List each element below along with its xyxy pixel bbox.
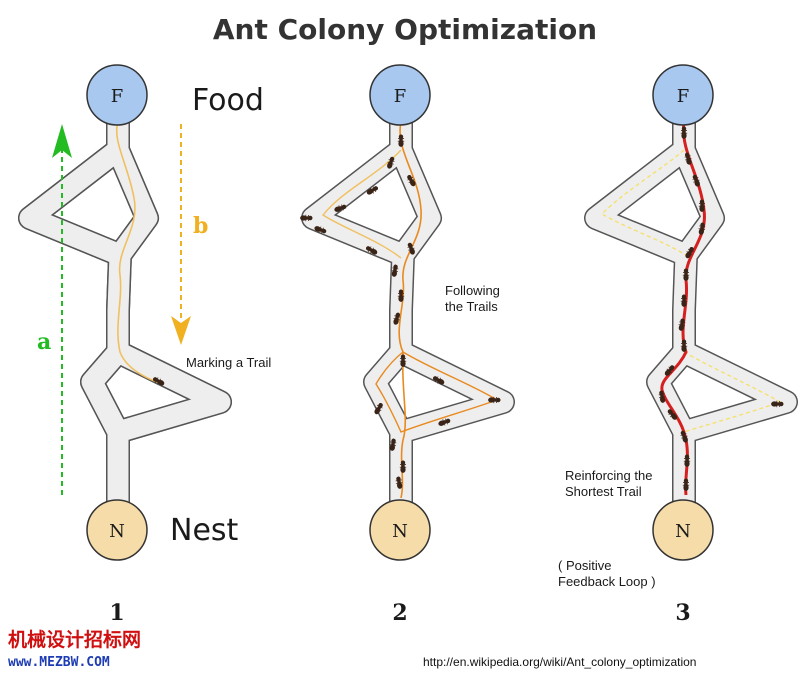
nest-node-3: N (652, 499, 714, 561)
food-node-label: F (394, 86, 407, 107)
pheromone-trail-2b (321, 149, 402, 259)
panel-3: F N Reinforcing the Shortest Trail ( Pos… (558, 64, 786, 626)
caption-marking-trail: Marking a Trail (186, 355, 271, 370)
diagram-title: Ant Colony Optimization (213, 13, 597, 46)
nest-label: Nest (170, 513, 239, 548)
panel-number-1: 1 (109, 600, 124, 626)
arrow-b-label: b (193, 213, 208, 239)
panel-1: a b F N Food Nest Marking a Trail 1 (30, 64, 271, 626)
panel-2: F N Following the Trails 2 (300, 64, 503, 626)
watermark-chinese: 机械设计招标网 (8, 628, 141, 651)
caption-following-line2: the Trails (445, 299, 498, 314)
panel-number-2: 2 (392, 600, 407, 626)
caption-reinforcing-line2: Shortest Trail (565, 484, 642, 499)
watermark-url: www.MEZBW.COM (8, 655, 110, 670)
pheromone-trail-2a (398, 121, 422, 499)
arrow-a (52, 124, 72, 495)
pheromone-trail-2c (375, 351, 499, 433)
nest-node-label: N (109, 521, 125, 542)
food-node-3: F (652, 64, 714, 126)
source-url: http://en.wikipedia.org/wiki/Ant_colony_… (423, 655, 696, 669)
panel-number-3: 3 (675, 600, 690, 626)
nest-node-1: N (86, 499, 148, 561)
food-node-2: F (369, 64, 431, 126)
path-network-3 (596, 110, 786, 515)
nest-node-label: N (392, 521, 408, 542)
nest-node-label: N (675, 521, 691, 542)
watermark-logo: 机械设计招标网 www.MEZBW.COM (8, 628, 141, 670)
path-network-1 (30, 110, 220, 515)
food-node-1: F (86, 64, 148, 126)
caption-feedback-line1: ( Positive (558, 558, 611, 573)
food-label: Food (192, 83, 264, 118)
pheromone-trail-1 (115, 121, 161, 384)
arrow-a-label: a (37, 329, 51, 355)
food-node-label: F (677, 86, 690, 107)
arrow-b (171, 124, 191, 345)
caption-feedback-line2: Feedback Loop ) (558, 574, 656, 589)
nest-node-2: N (369, 499, 431, 561)
food-node-label: F (111, 86, 124, 107)
caption-reinforcing-line1: Reinforcing the (565, 468, 652, 483)
faded-trail-3a (600, 149, 687, 256)
caption-following-line1: Following (445, 283, 500, 298)
